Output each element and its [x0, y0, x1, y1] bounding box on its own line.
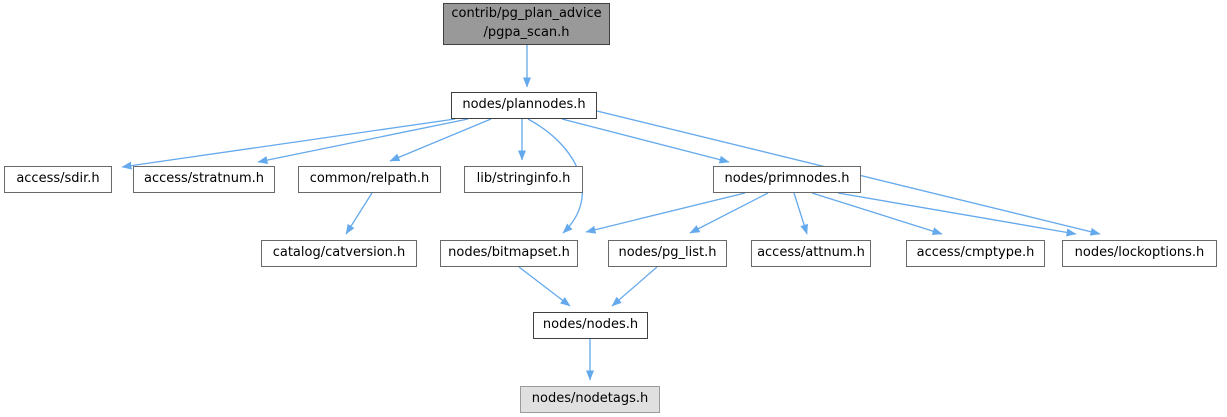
node-catversion[interactable]: catalog/catversion.h [261, 240, 417, 267]
edge-plannodes-to-stratnum [257, 118, 469, 165]
node-attnum[interactable]: access/attnum.h [751, 240, 871, 267]
node-cmptype[interactable]: access/cmptype.h [906, 240, 1045, 267]
node-label: access/attnum.h [757, 245, 865, 261]
edge-plannodes-to-primnodes [561, 118, 730, 164]
node-pg-list[interactable]: nodes/pg_list.h [608, 240, 727, 267]
node-label: nodes/nodes.h [542, 317, 639, 333]
node-stringinfo[interactable]: lib/stringinfo.h [464, 166, 583, 193]
node-label: nodes/primnodes.h [724, 171, 850, 187]
edge-primnodes-to-bitmapset [585, 192, 746, 234]
node-label: nodes/bitmapset.h [448, 245, 570, 261]
edge-primnodes-to-pglist [689, 192, 769, 234]
node-label: common/relpath.h [309, 171, 430, 187]
node-primnodes[interactable]: nodes/primnodes.h [713, 166, 861, 193]
edge-relpath-to-catversion [345, 192, 373, 235]
edge-bitmapset-to-nodes [518, 266, 571, 307]
edge-plannodes-to-relpath [389, 118, 492, 162]
node-label: catalog/catversion.h [272, 245, 406, 261]
edge-primnodes-to-cmptype [811, 192, 943, 235]
node-nodes[interactable]: nodes/nodes.h [533, 312, 648, 339]
node-relpath[interactable]: common/relpath.h [298, 166, 441, 193]
node-label: nodes/nodetags.h [531, 391, 649, 407]
edge-plannodes-to-sdir [121, 118, 456, 170]
node-label: lib/stringinfo.h [476, 171, 571, 187]
node-label: access/stratnum.h [144, 171, 264, 187]
node-label: nodes/plannodes.h [462, 97, 586, 113]
node-plannodes[interactable]: nodes/plannodes.h [451, 92, 597, 119]
node-stratnum[interactable]: access/stratnum.h [133, 166, 275, 193]
node-bitmapset[interactable]: nodes/bitmapset.h [440, 240, 578, 267]
node-label: nodes/pg_list.h [618, 245, 717, 261]
node-label: access/sdir.h [16, 171, 100, 187]
edge-primnodes-to-lockoptions [837, 192, 1077, 237]
node-nodetags[interactable]: nodes/nodetags.h [520, 386, 660, 413]
node-sdir[interactable]: access/sdir.h [4, 166, 112, 193]
node-label: nodes/lockoptions.h [1074, 245, 1205, 261]
node-lockoptions[interactable]: nodes/lockoptions.h [1062, 240, 1217, 267]
edge-pglist-to-nodes [611, 266, 658, 307]
node-label: access/cmptype.h [916, 245, 1035, 261]
edge-primnodes-to-attnum [793, 192, 808, 235]
node-label: contrib/pg_plan_advice /pgpa_scan.h [451, 6, 602, 40]
node-pgpa-scan: contrib/pg_plan_advice /pgpa_scan.h [443, 3, 610, 45]
